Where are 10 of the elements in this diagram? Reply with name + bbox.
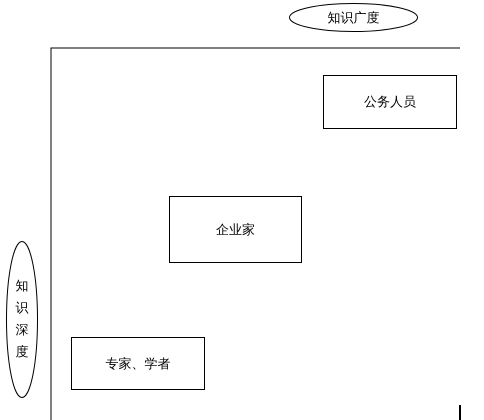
node-label: 知识深度 (15, 278, 29, 362)
process-box (71, 337, 205, 390)
ellipse-node (289, 3, 418, 32)
ellipse-node (6, 241, 38, 398)
process-box (169, 196, 302, 263)
node-label: 公务人员 (364, 94, 416, 111)
process-box (323, 75, 457, 129)
node-label: 企业家 (216, 222, 255, 238)
node-label: 知识广度 (328, 10, 380, 26)
node-label: 专家、学者 (106, 356, 170, 372)
